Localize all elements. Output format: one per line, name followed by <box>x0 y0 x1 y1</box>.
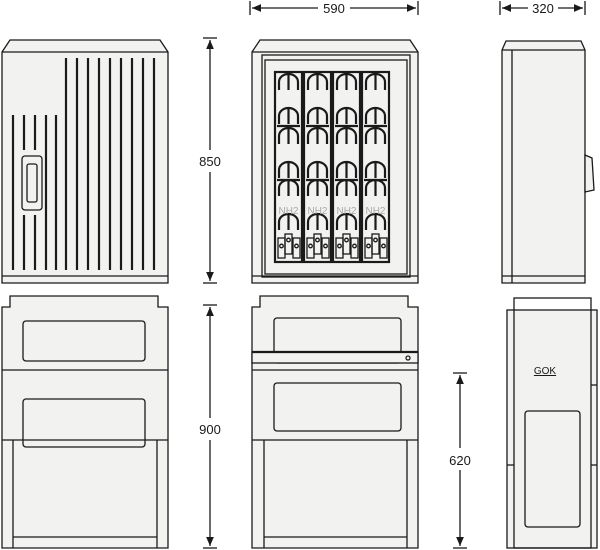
fuse-clip <box>335 106 358 124</box>
side-view <box>501 40 595 284</box>
fuse-type-label: NH2 <box>307 206 327 217</box>
terminal <box>321 237 330 259</box>
cable-opening <box>524 410 581 528</box>
screw-icon <box>405 355 411 361</box>
fuse-rail-group: NH2 NH2 NH2 NH2 <box>273 70 391 264</box>
terminal <box>292 237 301 259</box>
fuse-clip <box>364 106 387 124</box>
mounting-band <box>251 351 419 364</box>
base-front-closed <box>1 295 169 549</box>
fuse-clip <box>335 212 358 230</box>
dimension-label: 590 <box>323 1 345 16</box>
base-side: GOK <box>506 297 598 549</box>
dimension-label: 850 <box>199 154 221 169</box>
dimension-label: 620 <box>449 453 471 468</box>
fuse-clip <box>364 126 387 144</box>
door-handle <box>584 154 595 193</box>
base-front-open <box>251 295 419 549</box>
fuse-clip <box>335 126 358 144</box>
fuse-clip <box>277 212 300 230</box>
fuse-type-label: NH2 <box>278 206 298 217</box>
dimension-900: 900 <box>199 304 221 549</box>
fuse-clip <box>364 72 387 90</box>
fuse-clip <box>306 72 329 90</box>
terminal <box>379 237 388 259</box>
fuse-clip <box>277 126 300 144</box>
terminal <box>284 233 293 255</box>
fuse-rail: NH2 <box>360 70 391 264</box>
fuse-clip <box>277 106 300 124</box>
fuse-clip <box>364 212 387 230</box>
fuse-rail: NH2 <box>302 70 333 264</box>
fuse-clip <box>335 160 358 178</box>
fuse-clip <box>306 212 329 230</box>
ground-level-label: GOK <box>534 366 557 377</box>
fuse-type-label: NH2 <box>365 206 385 217</box>
terminal <box>350 237 359 259</box>
fuse-clip <box>306 160 329 178</box>
fuse-rail: NH2 <box>273 70 304 264</box>
ventilation-slots-right <box>64 58 156 270</box>
front-view-open: NH2 NH2 NH2 NH2 <box>251 39 419 284</box>
dimension-620: 620 <box>449 372 471 549</box>
dimension-320: 320 <box>499 1 586 16</box>
terminal <box>313 233 322 255</box>
terminal <box>371 233 380 255</box>
dimension-label: 900 <box>199 422 221 437</box>
fuse-rail: NH2 <box>331 70 362 264</box>
dimension-label: 320 <box>532 1 554 16</box>
terminal <box>342 233 351 255</box>
dimension-850: 850 <box>199 37 221 284</box>
dimension-590: 590 <box>249 1 419 16</box>
fuse-clip <box>364 160 387 178</box>
fuse-clip <box>277 160 300 178</box>
fuse-type-label: NH2 <box>336 206 356 217</box>
fuse-clip <box>306 126 329 144</box>
front-view-closed <box>1 39 169 284</box>
fuse-clip <box>306 106 329 124</box>
ventilation-slots-left <box>11 115 58 270</box>
fuse-clip <box>277 72 300 90</box>
fuse-clip <box>335 72 358 90</box>
